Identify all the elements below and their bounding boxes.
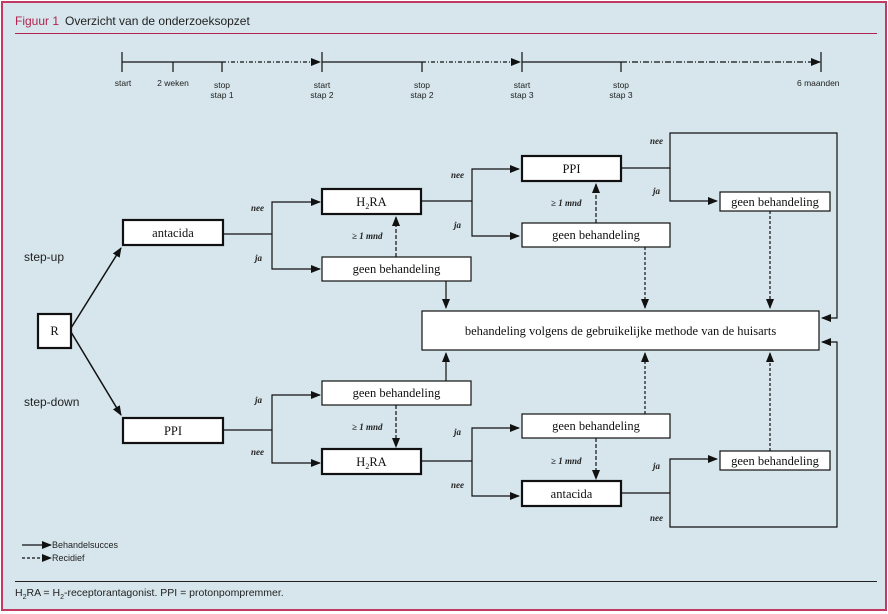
arrow-success bbox=[70, 331, 122, 416]
node-up-antacida: antacida bbox=[121, 218, 225, 247]
node-down-geen-behandeling-1: geen behandeling bbox=[321, 380, 472, 406]
legend-relapse-label: Recidief bbox=[52, 553, 85, 563]
svg-text:H2RA: H2RA bbox=[356, 195, 386, 211]
arrow-success bbox=[421, 165, 520, 202]
label-relapse: ≥ 1 mnd bbox=[551, 456, 582, 466]
label-ja: ja bbox=[253, 253, 263, 263]
label-nee: nee bbox=[251, 203, 264, 213]
arrow-success bbox=[271, 234, 321, 273]
node-label: geen behandeling bbox=[731, 195, 820, 209]
node-randomisation: R bbox=[36, 312, 73, 350]
arrow-success bbox=[669, 338, 838, 528]
node-label: geen behandeling bbox=[552, 419, 641, 433]
footer-divider bbox=[15, 581, 877, 582]
label-relapse: ≥ 1 mnd bbox=[551, 198, 582, 208]
node-label: RA bbox=[369, 195, 386, 209]
figure-number: Figuur 1 bbox=[15, 14, 60, 28]
footnote-sub: 2 bbox=[22, 594, 27, 602]
footnote-text: -receptorantagonist. PPI = protonpomprem… bbox=[63, 587, 284, 599]
node-label: RA bbox=[369, 455, 386, 469]
figure-caption: Overzicht van de onderzoeksopzet bbox=[65, 14, 250, 28]
arrow-success bbox=[223, 198, 321, 235]
arrow-success bbox=[471, 461, 520, 500]
title-divider bbox=[15, 33, 877, 34]
node-label-sub: 2 bbox=[365, 462, 369, 471]
node-usual-care: behandeling volgens de gebruikelijke met… bbox=[421, 310, 820, 351]
label-ja: ja bbox=[253, 395, 263, 405]
node-label: geen behandeling bbox=[731, 454, 820, 468]
node-label: H bbox=[356, 195, 365, 209]
label-ja: ja bbox=[452, 220, 462, 230]
node-label: geen behandeling bbox=[552, 228, 641, 242]
label-nee: nee bbox=[451, 480, 464, 490]
footnote-text: RA = H bbox=[26, 587, 61, 599]
node-down-h2ra: H2RA bbox=[320, 447, 423, 476]
timeline-label-start: start bbox=[115, 78, 132, 88]
arrow-success bbox=[621, 455, 718, 494]
arrow-success bbox=[471, 201, 520, 240]
node-up-h2ra: H2RA bbox=[320, 187, 423, 216]
node-label: behandeling volgens de gebruikelijke met… bbox=[465, 324, 777, 338]
label-relapse: ≥ 1 mnd bbox=[352, 422, 383, 432]
node-up-geen-behandeling-1: geen behandeling bbox=[321, 256, 472, 282]
arrow-success bbox=[621, 132, 838, 322]
node-down-ppi: PPI bbox=[121, 416, 225, 445]
node-up-geen-behandeling-3: geen behandeling bbox=[719, 191, 831, 212]
timeline-label-2weken: 2 weken bbox=[157, 78, 189, 88]
node-label: geen behandeling bbox=[353, 386, 442, 400]
arm-label-step-up: step-up bbox=[24, 250, 64, 264]
svg-text:H2RA: H2RA bbox=[356, 455, 386, 471]
node-down-antacida: antacida bbox=[520, 479, 623, 508]
arm-label-step-down: step-down bbox=[24, 395, 79, 409]
label-ja: ja bbox=[651, 186, 661, 196]
node-label: antacida bbox=[551, 487, 593, 501]
figure-title: Figuur 1 Overzicht van de onderzoeksopzet bbox=[15, 14, 250, 28]
node-label: PPI bbox=[164, 424, 182, 438]
arrow-success bbox=[70, 247, 122, 329]
node-label: antacida bbox=[152, 226, 194, 240]
timeline-label-end: 6 maanden bbox=[797, 78, 840, 88]
node-label: geen behandeling bbox=[353, 262, 442, 276]
footnote-text: H bbox=[15, 587, 23, 599]
label-ja: ja bbox=[452, 427, 462, 437]
node-up-geen-behandeling-2: geen behandeling bbox=[521, 222, 671, 248]
footnote: H2RA = H2-receptorantagonist. PPI = prot… bbox=[15, 587, 284, 601]
arrow-success bbox=[669, 168, 718, 205]
label-nee: nee bbox=[650, 513, 663, 523]
label-nee: nee bbox=[650, 136, 663, 146]
node-label: R bbox=[50, 324, 59, 338]
label-relapse: ≥ 1 mnd bbox=[352, 231, 383, 241]
node-label: PPI bbox=[562, 162, 580, 176]
arrow-success bbox=[223, 391, 321, 431]
footnote-sub: 2 bbox=[60, 594, 64, 602]
arrow-success bbox=[271, 430, 321, 467]
label-nee: nee bbox=[251, 447, 264, 457]
node-down-geen-behandeling-3: geen behandeling bbox=[719, 450, 831, 471]
legend-success-label: Behandelsucces bbox=[52, 540, 119, 550]
node-down-geen-behandeling-2: geen behandeling bbox=[521, 413, 671, 439]
arrow-success bbox=[421, 424, 520, 462]
node-label-sub: 2 bbox=[365, 202, 369, 211]
label-nee: nee bbox=[451, 170, 464, 180]
legend: Behandelsucces Recidief bbox=[22, 540, 119, 563]
label-ja: ja bbox=[651, 461, 661, 471]
node-up-ppi: PPI bbox=[520, 154, 623, 183]
node-label: H bbox=[356, 455, 365, 469]
